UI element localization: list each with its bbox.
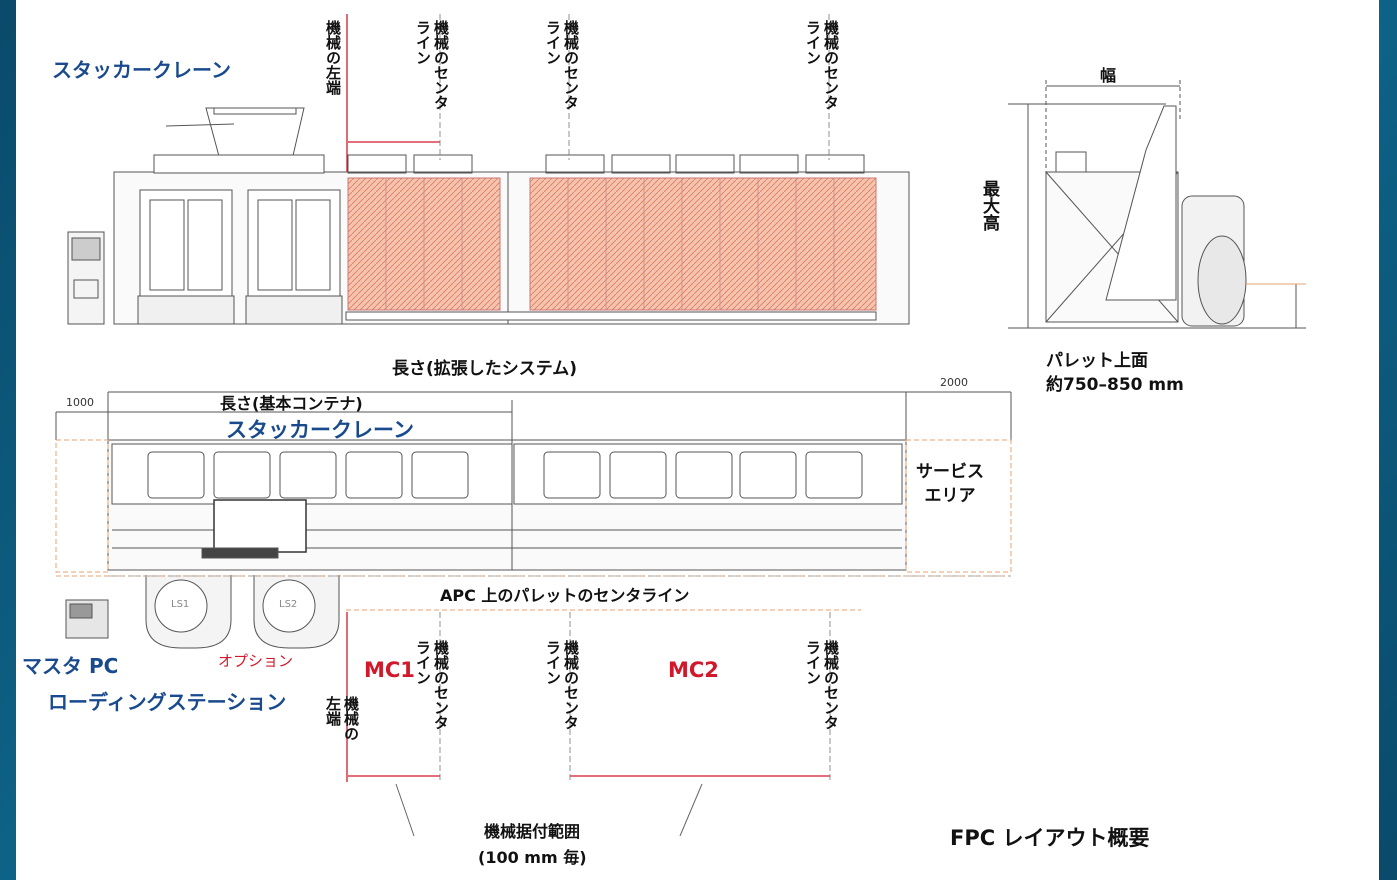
install-range-label-2: (100 mm 毎) <box>478 848 587 867</box>
stacker-crane-label-top: スタッカークレーン <box>52 58 231 82</box>
dim-2000-label: 2000 <box>940 376 968 389</box>
ls2-label: LS2 <box>279 599 298 610</box>
option-label: オプション <box>218 652 294 670</box>
layout-drawing <box>55 14 1306 837</box>
width-label: 幅 <box>1100 66 1117 85</box>
install-range-label-1: 機械据付範囲 <box>484 822 581 841</box>
master-pc-label: マスタ PC <box>22 654 119 678</box>
mc2-label: MC2 <box>668 658 719 682</box>
mc1-label: MC1 <box>364 658 415 682</box>
bottom-reference-lines <box>346 612 830 782</box>
stacker-crane-label-bottom: スタッカークレーン <box>226 418 414 442</box>
figure-title: FPC レイアウト概要 <box>950 826 1150 850</box>
length-extended-label: 長さ(拡張したシステム) <box>392 359 578 379</box>
machine-center-line-top-1-label: 機械のセンタ ライン <box>414 20 450 110</box>
top-reference-lines <box>346 14 440 172</box>
machine-center-line-top-2-label: 機械のセンタ ライン <box>544 20 580 110</box>
ls1-label: LS1 <box>171 599 190 610</box>
service-area-label: サービス エリア <box>916 462 984 506</box>
loading-station-label: ローディングステーション <box>48 690 287 714</box>
plan-pallet-windows <box>147 451 863 499</box>
machine-center-line-top-3-label: 機械のセンタ ライン <box>804 20 840 110</box>
pallet-top-label-1: パレット上面 <box>1046 351 1148 371</box>
machine-center-line-bottom-3-label: 機械のセンタ ライン <box>804 640 840 730</box>
machine-center-line-bottom-1-label: 機械のセンタ ライン <box>414 640 450 730</box>
apc-center-line-label: APC 上のパレットのセンタライン <box>440 586 690 605</box>
layout-diagram-canvas: スタッカークレーン 機械の左端 機械のセンタ ライン 機械のセンタ ライン 機械… <box>16 0 1379 880</box>
side-elevation <box>67 107 910 325</box>
machine-center-line-bottom-2-label: 機械のセンタ ライン <box>544 640 580 730</box>
dim-1000-label: 1000 <box>66 396 94 409</box>
max-height-label: 最大高 <box>979 180 999 231</box>
length-basic-label: 長さ(基本コンテナ) <box>220 394 363 413</box>
machine-left-end-bottom-label: 機械の 左端 <box>324 696 360 741</box>
top-boxes <box>347 154 865 174</box>
plan-view <box>55 391 1012 649</box>
pallet-top-label-2: 約750–850 mm <box>1046 375 1184 395</box>
front-elevation <box>1008 80 1306 329</box>
machine-left-end-top-label: 機械の左端 <box>324 20 342 95</box>
